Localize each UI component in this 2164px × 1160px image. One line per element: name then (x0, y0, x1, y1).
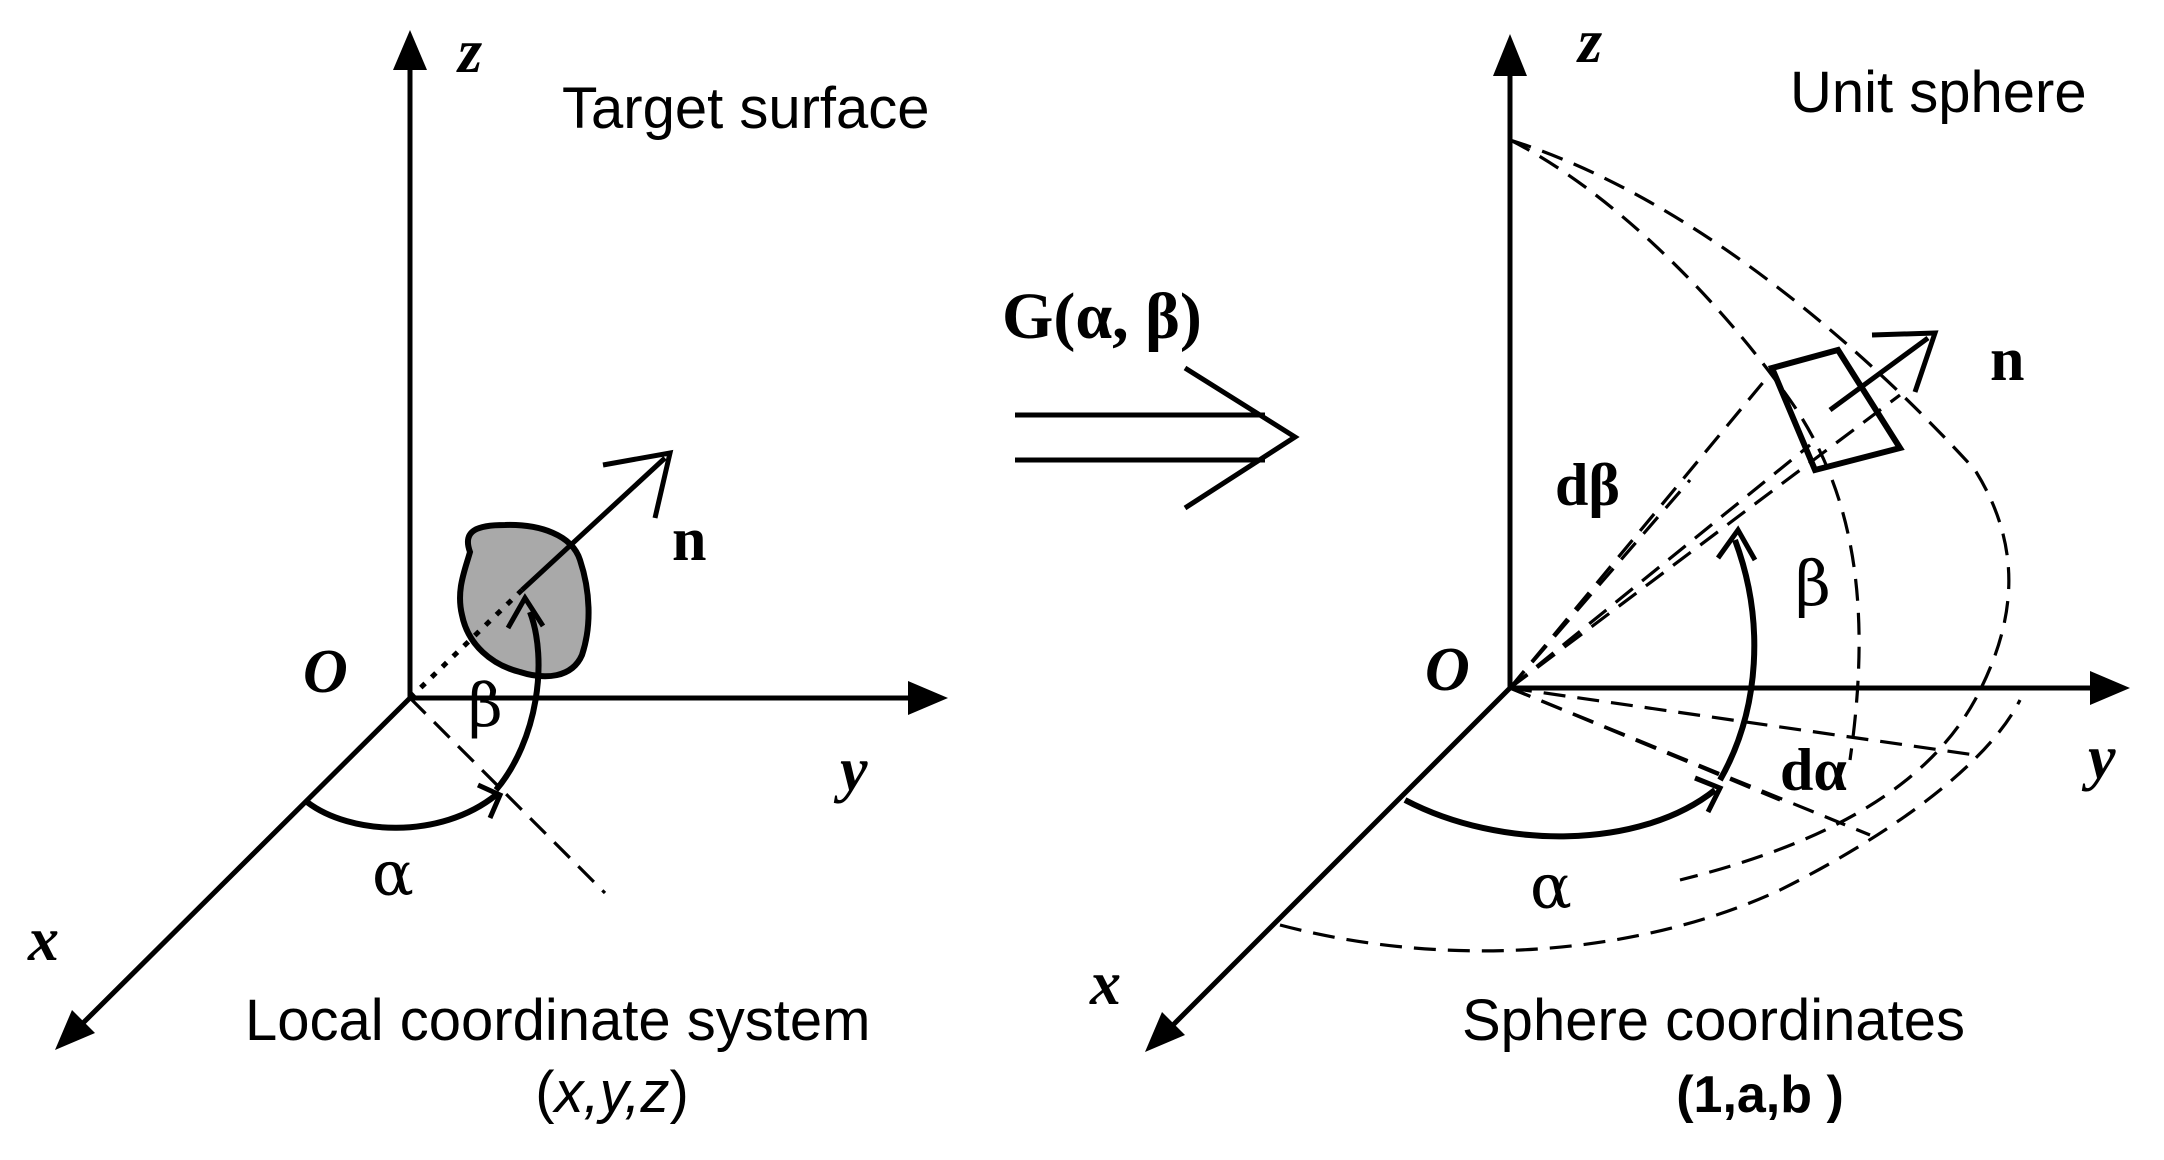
right-x-label: x (1089, 950, 1121, 1018)
local-coordinate-panel: z y x O Target surface n α β Local coord… (27, 18, 948, 1125)
left-radius-dotted (408, 588, 524, 700)
left-alpha-arc (305, 792, 498, 831)
left-beta-arc (493, 610, 542, 792)
left-alpha-arrow-head-icon (476, 782, 504, 819)
mapping-label: G(α, β) (1002, 280, 1202, 353)
ray-equator-1 (1509, 686, 1976, 757)
right-dalpha-label: dα (1780, 737, 1847, 803)
ray-to-patch-upper (1508, 443, 1812, 690)
left-origin-label: O (303, 638, 348, 706)
right-title: Unit sphere (1790, 60, 2087, 125)
ray-equator-3 (1509, 686, 1781, 802)
left-alpha-label: α (372, 837, 414, 910)
left-normal-label: n (672, 506, 706, 574)
sphere-meridian-outer (1509, 138, 2011, 882)
ray-to-patch-top (1508, 366, 1777, 690)
left-normal-arrow-head-icon (602, 449, 674, 519)
double-arrow-icon (1015, 365, 1300, 511)
ray-equator-2 (1509, 686, 1871, 837)
sphere-surface-element (1767, 346, 1905, 474)
left-beta-label: β (468, 671, 503, 741)
sphere-equator (1279, 699, 2022, 953)
left-z-label: z (456, 18, 482, 86)
left-projection-dashed (408, 696, 607, 895)
right-alpha-arc (1403, 787, 1717, 840)
unit-sphere-panel: z y x O Unit sphere n α β dα dβ Sphere c… (1089, 8, 2130, 1124)
right-beta-arc (1717, 538, 1758, 782)
right-caption: Sphere coordinates (1462, 988, 1965, 1053)
right-y-label: y (2081, 724, 2116, 792)
left-y-arrow-head-icon (908, 681, 948, 715)
left-x-axis (76, 696, 412, 1030)
right-beta-label: β (1795, 547, 1831, 620)
left-x-label: x (27, 906, 59, 974)
right-alpha-label: α (1530, 850, 1572, 923)
right-coords: (1,a,b ) (1676, 1066, 1844, 1124)
right-z-label: z (1576, 8, 1602, 76)
left-title: Target surface (562, 76, 930, 141)
left-normal-vector (520, 456, 667, 592)
ray-dbeta (1508, 478, 1692, 690)
right-x-axis (1168, 686, 1512, 1030)
sphere-meridian-inner (1509, 138, 1861, 761)
ray-to-patch-lower (1509, 393, 1901, 690)
right-dbeta-label: dβ (1555, 452, 1620, 518)
right-alpha-arrow-head-icon (1694, 775, 1724, 814)
right-beta-arrow-head-icon (1715, 525, 1758, 562)
left-x-arrow-head-icon (55, 1010, 95, 1050)
left-beta-arrow-head-icon (505, 593, 546, 630)
right-x-arrow-head-icon (1145, 1012, 1185, 1052)
right-y-arrow-head-icon (2090, 671, 2130, 705)
mapping-operator: G(α, β) (1002, 280, 1300, 511)
right-origin-label: O (1425, 636, 1470, 704)
right-z-arrow-head-icon (1493, 34, 1527, 76)
left-z-arrow-head-icon (393, 30, 427, 70)
right-normal-arrow-head-icon (1871, 330, 1939, 393)
left-y-label: y (833, 736, 868, 804)
left-caption: Local coordinate system (245, 988, 870, 1053)
right-normal-vector (1828, 335, 1930, 413)
right-normal-label: n (1990, 326, 2024, 394)
left-coords: (x,y,z) (535, 1060, 689, 1125)
